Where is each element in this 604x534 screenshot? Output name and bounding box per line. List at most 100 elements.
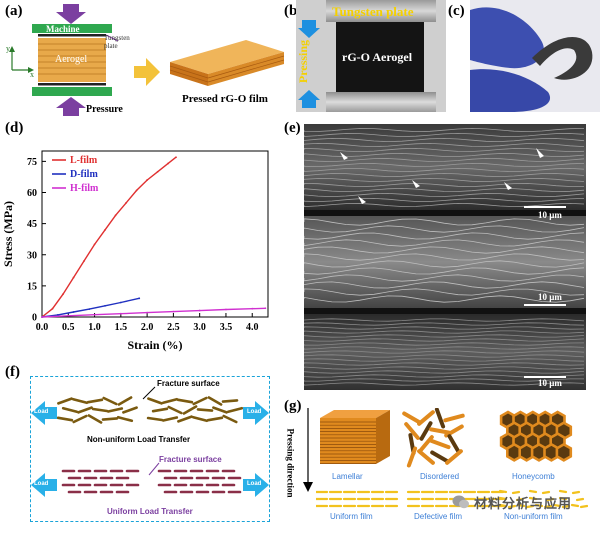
data-point — [114, 214, 117, 217]
data-point — [56, 314, 59, 316]
tungsten-plate-text: Tungsten plate — [332, 4, 414, 19]
y-axis-label: Stress (MPa) — [1, 201, 15, 267]
data-point — [62, 293, 64, 296]
rod-top — [196, 408, 214, 412]
rod-top — [207, 396, 223, 406]
data-point — [104, 228, 106, 231]
legend-label: L-film — [70, 155, 98, 166]
tungsten-plate-top — [38, 34, 106, 37]
rod-top — [101, 417, 119, 421]
lamellar-model — [320, 410, 390, 464]
film-segment-non-uniform — [545, 497, 555, 502]
load-label-4: Load — [247, 481, 262, 487]
data-point — [225, 308, 227, 311]
panel-label-c: (c) — [448, 3, 465, 19]
machine-plate-top — [32, 24, 112, 33]
sem-layer — [303, 172, 585, 178]
film-segment-non-uniform — [575, 497, 585, 502]
sem-layer — [303, 187, 585, 193]
film-segment-non-uniform — [571, 490, 581, 495]
sem-layer — [303, 253, 585, 261]
sem-layer — [303, 225, 585, 233]
film-segment-non-uniform — [558, 496, 568, 501]
data-point — [251, 307, 254, 310]
pressing-direction-arrow-icon — [303, 408, 313, 492]
rod-top — [222, 414, 238, 424]
honeycomb-cell — [555, 442, 573, 462]
platelet — [406, 446, 418, 468]
rod-top — [176, 398, 194, 404]
x-tick-label: 2.5 — [167, 322, 180, 333]
aerogel-label: Aerogel — [55, 54, 88, 65]
aerogel-photo — [336, 22, 424, 92]
platelet — [444, 424, 464, 438]
sem-layer — [303, 274, 585, 282]
pressed-film-caption: Pressed rG-O film — [182, 93, 268, 105]
sem-layer — [303, 334, 585, 338]
x-tick-label: 0.0 — [36, 322, 49, 333]
rod-top — [116, 415, 134, 423]
platelet — [417, 449, 435, 465]
x-tick-label: 3.5 — [220, 322, 233, 333]
y-tick-label: 75 — [27, 157, 37, 168]
sem-layer — [303, 338, 585, 342]
pressing-arrows-icon — [298, 20, 320, 108]
rod-top — [161, 397, 179, 405]
panel-label-e: (e) — [284, 120, 301, 136]
rod-top — [72, 414, 88, 424]
scale-label-3: 10 μm — [538, 378, 562, 388]
rod-top — [161, 416, 179, 422]
wechat-icon — [452, 495, 469, 509]
sem-layer — [303, 326, 585, 330]
sem-layer — [303, 288, 585, 296]
panel-b-photo: Tungsten plate rG-O Aerogel Pressing — [296, 0, 446, 112]
sem-layer — [303, 322, 585, 326]
film-segment-non-uniform — [525, 504, 535, 509]
pressing-direction-label: Pressing direction — [285, 428, 296, 498]
watermark: 材料分析与应用 — [452, 492, 584, 512]
rod-top — [167, 405, 183, 415]
load-arrow-left-top-icon — [31, 401, 57, 425]
rod-top — [71, 397, 89, 405]
data-point — [175, 156, 177, 159]
data-point — [93, 243, 96, 246]
data-point — [119, 301, 122, 304]
data-point — [264, 307, 267, 310]
rgo-aerogel-text: rG-O Aerogel — [342, 50, 413, 64]
data-point — [93, 313, 96, 316]
press-arrow-down-icon — [56, 4, 86, 24]
film-segment-non-uniform — [528, 489, 538, 494]
sem-layer — [303, 358, 585, 362]
data-point — [138, 297, 141, 300]
sem-layer — [303, 152, 585, 158]
film-segment-non-uniform — [498, 503, 508, 508]
film-segment-non-uniform — [507, 504, 517, 509]
x-tick-label: 4.0 — [246, 322, 259, 333]
platelet — [429, 427, 451, 435]
sem-layer — [303, 239, 585, 247]
rod-top — [117, 396, 133, 406]
series-line-H-film — [41, 307, 266, 318]
film-segment-non-uniform — [541, 490, 551, 495]
rod-top — [146, 416, 164, 422]
sem-layer — [303, 260, 585, 268]
film-segment-non-uniform — [498, 496, 508, 501]
platelet — [430, 450, 450, 464]
scale-bar-3 — [524, 376, 566, 378]
sem-annotation-arrows — [340, 148, 544, 204]
sem-layer — [303, 147, 585, 153]
sem-layer — [303, 157, 585, 163]
panel-label-d: (d) — [5, 120, 24, 136]
x-tick-label: 0.5 — [62, 322, 75, 333]
x-tick-label: 2.0 — [141, 322, 154, 333]
axis-x-label: x — [30, 70, 34, 79]
sem-layer — [303, 295, 585, 303]
sem-layer — [303, 318, 585, 322]
platelet — [419, 421, 433, 441]
caption-non-uniform: Non-uniform Load Transfer — [87, 435, 191, 444]
platelet — [404, 422, 420, 440]
data-point — [83, 260, 85, 262]
structure-label-lamellar: Lamellar — [332, 472, 363, 481]
film-segment-non-uniform — [498, 489, 508, 494]
